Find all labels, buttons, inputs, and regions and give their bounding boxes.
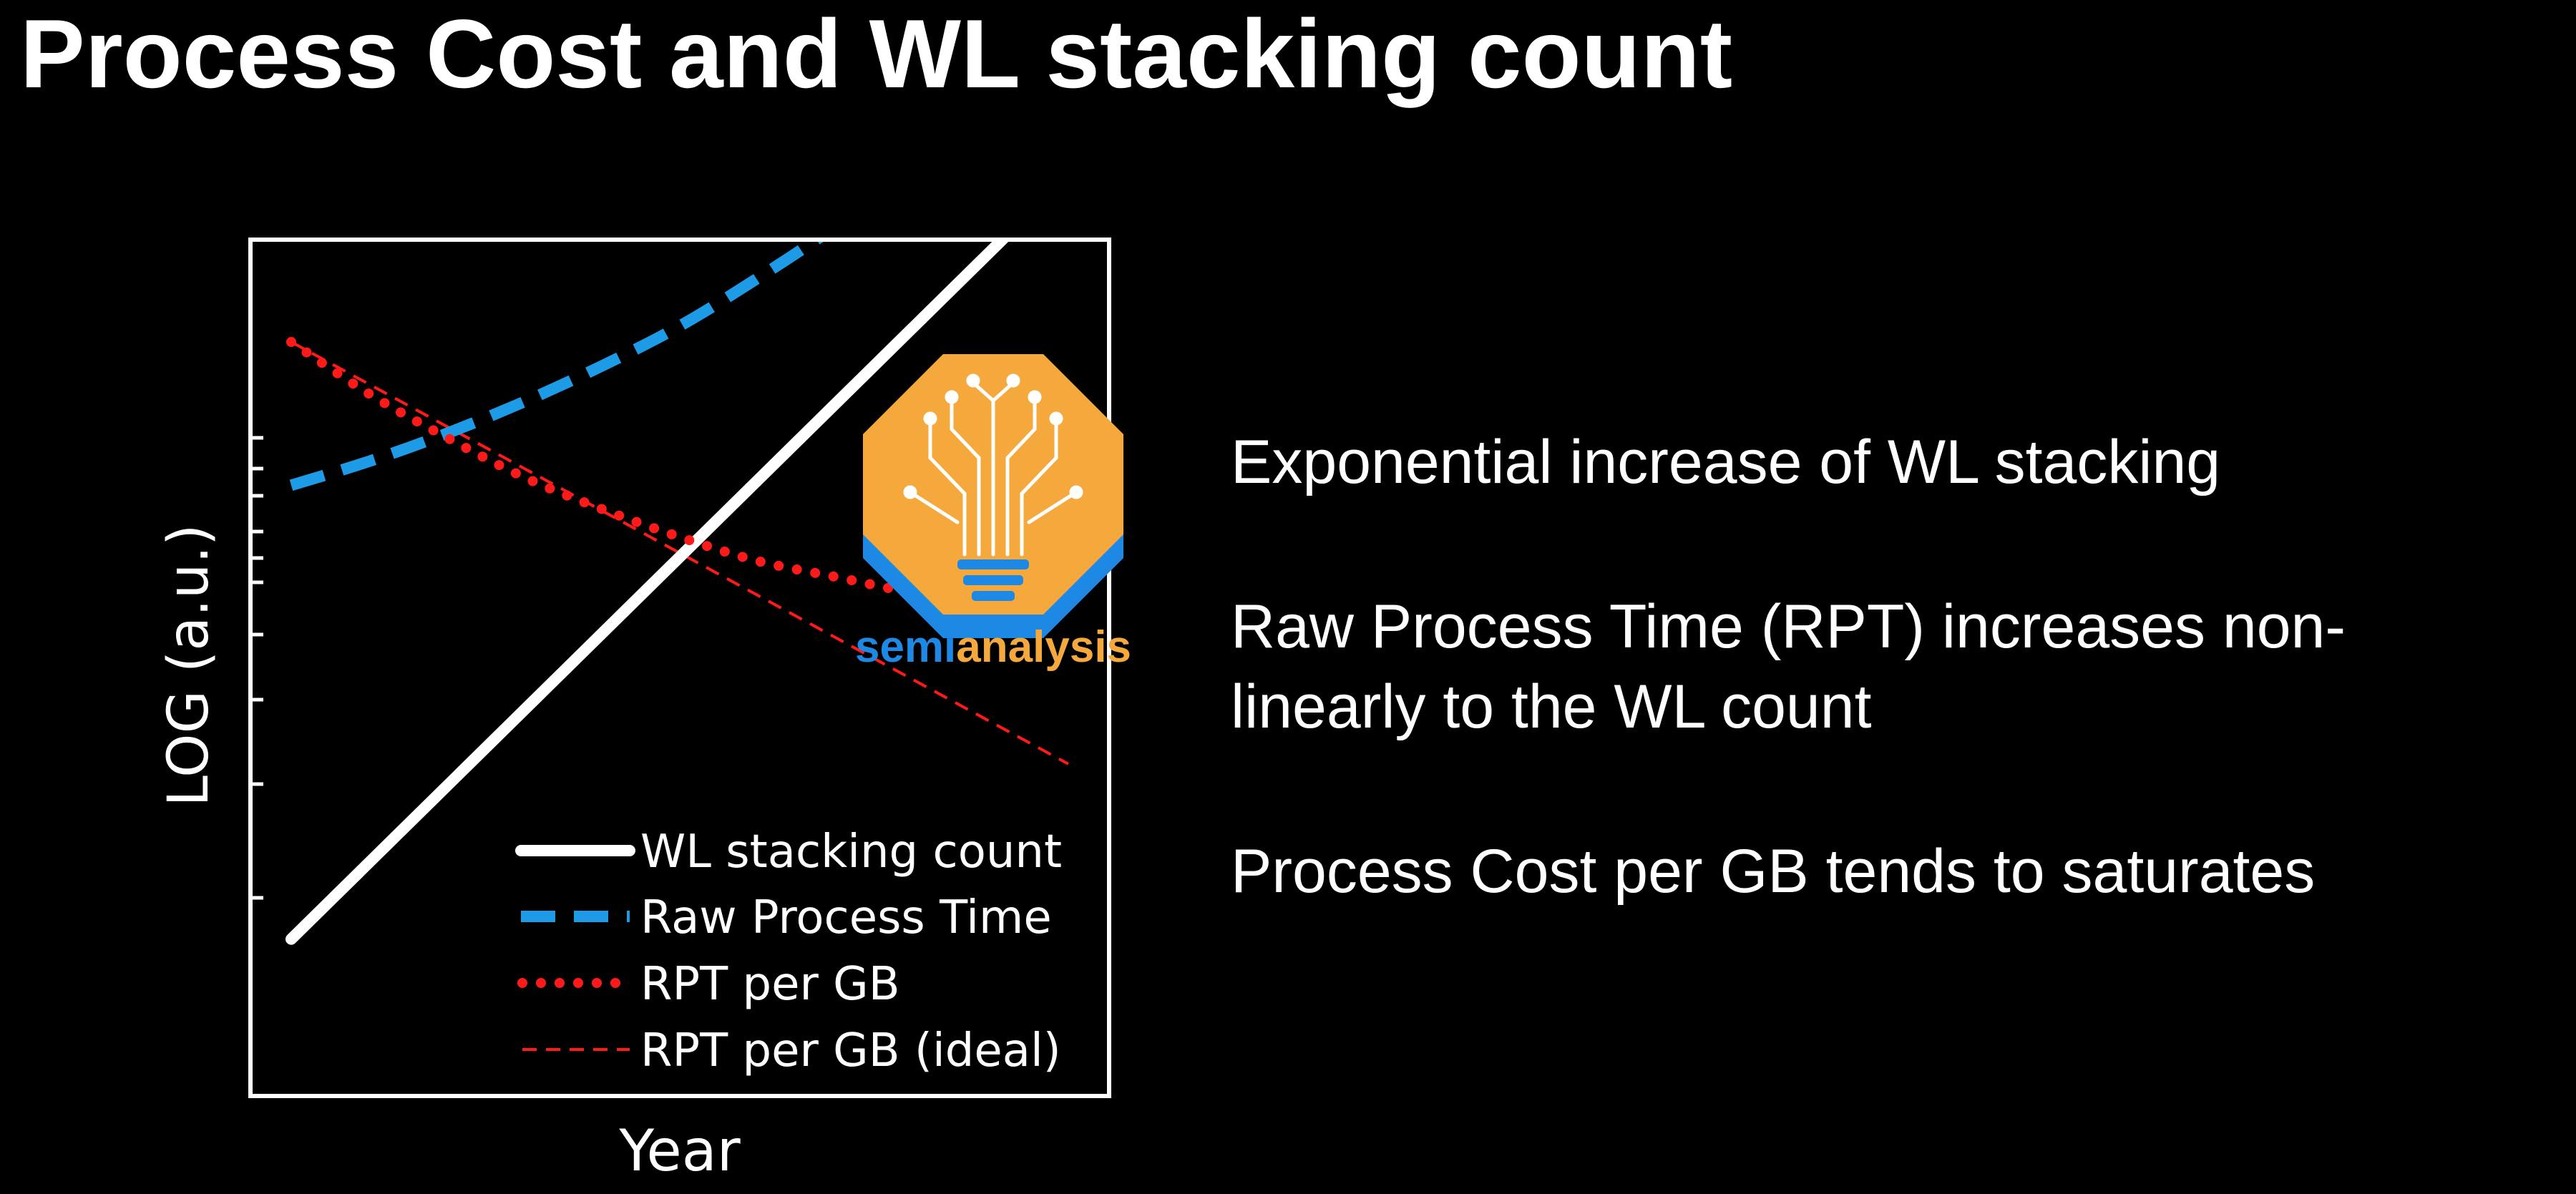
series-layer	[286, 242, 1073, 945]
y-ticks	[250, 436, 263, 900]
bullet-rpt-nonlinear: Raw Process Time (RPT) increases non-lin…	[1231, 592, 2346, 741]
lightbulb-circuit-icon	[903, 373, 1083, 557]
watermark-text: semianalysis	[855, 622, 1131, 672]
bullet-wl-increase: Exponential increase of WL stacking	[1231, 428, 2221, 496]
x-axis-label: Year	[618, 1117, 740, 1184]
watermark-text-analysis: analysis	[956, 622, 1131, 672]
legend-label-rpt-gb: RPT per GB	[640, 958, 900, 1011]
series-wl-stacking-count	[286, 242, 1009, 945]
series-rpt-per-gb	[286, 337, 1073, 618]
slide-title: Process Cost and WL stacking count	[20, 0, 1733, 108]
legend-label-raw: Raw Process Time	[640, 891, 1052, 944]
legend-label-wl: WL stacking count	[640, 826, 1062, 879]
bulb-base-2	[963, 575, 1023, 585]
legend: WL stacking count Raw Process Time RPT p…	[515, 826, 1062, 1077]
series-rpt-per-gb-ideal	[291, 341, 1069, 765]
bulb-base-1	[957, 559, 1029, 569]
legend-label-rpt-ideal: RPT per GB (ideal)	[640, 1024, 1061, 1077]
bullet-cost-saturates: Process Cost per GB tends to saturates	[1231, 837, 2316, 906]
semianalysis-watermark: semianalysis	[855, 354, 1131, 672]
plot-frame	[248, 238, 1111, 1098]
watermark-text-semi: semi	[855, 622, 956, 672]
bullet-list: Exponential increase of WL stacking Raw …	[1231, 422, 2533, 996]
bulb-base-3	[972, 591, 1015, 601]
y-axis-label: LOG (a.u.)	[157, 524, 221, 807]
